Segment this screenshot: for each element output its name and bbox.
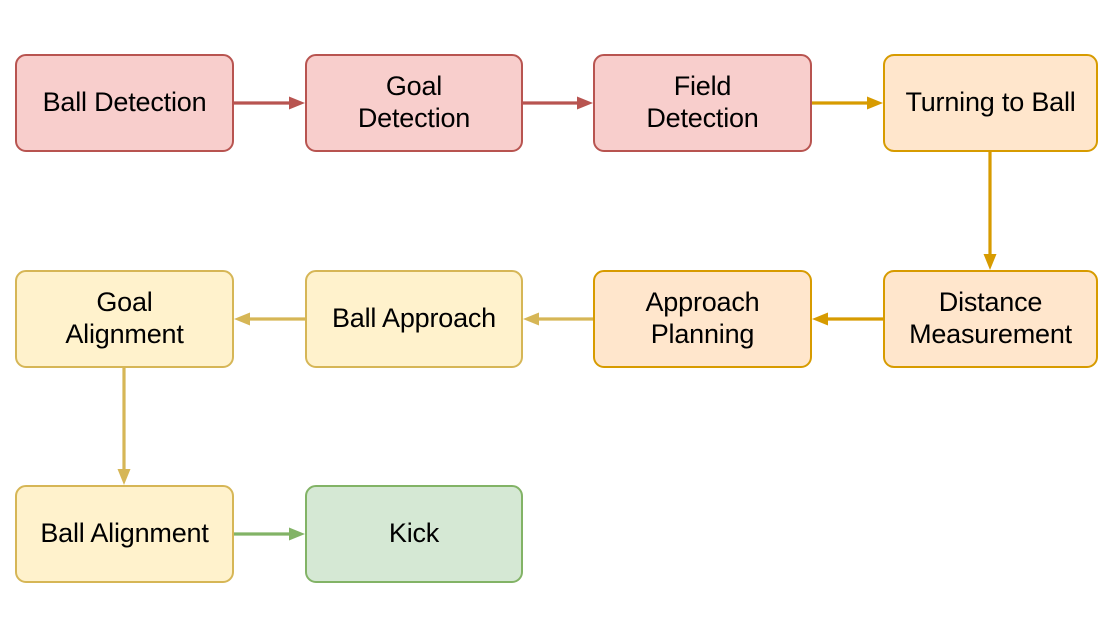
node-label: Approach Planning <box>645 287 760 349</box>
node-label: Ball Approach <box>331 303 496 334</box>
node-field-detection[interactable]: Field Detection <box>593 54 812 152</box>
node-ball-detection[interactable]: Ball Detection <box>15 54 234 152</box>
node-label: Ball Alignment <box>40 518 209 549</box>
node-label: Distance Measurement <box>909 287 1072 349</box>
node-label: Ball Detection <box>42 87 207 118</box>
edge-ball-approach-to-goal-alignment <box>214 299 325 339</box>
edge-goal-alignment-to-ball-alignment <box>104 348 144 505</box>
edge-ball-alignment-to-kick <box>214 514 325 554</box>
edge-turning-to-ball-to-distance-measurement <box>970 132 1010 290</box>
node-goal-detection[interactable]: Goal Detection <box>305 54 523 152</box>
edge-ball-detection-to-goal-detection <box>214 83 325 123</box>
node-label: Kick <box>388 518 440 549</box>
node-label: Goal Alignment <box>65 287 184 349</box>
edge-approach-planning-to-ball-approach <box>503 299 613 339</box>
edge-field-detection-to-turning-to-ball <box>792 83 903 123</box>
node-approach-planning[interactable]: Approach Planning <box>593 270 812 368</box>
node-label: Turning to Ball <box>905 87 1076 118</box>
edge-distance-measurement-to-approach-planning <box>792 299 903 339</box>
node-label: Field Detection <box>646 71 759 133</box>
node-label: Goal Detection <box>357 71 471 133</box>
edge-goal-detection-to-field-detection <box>503 83 613 123</box>
node-ball-approach[interactable]: Ball Approach <box>305 270 523 368</box>
node-ball-alignment[interactable]: Ball Alignment <box>15 485 234 583</box>
node-turning-to-ball[interactable]: Turning to Ball <box>883 54 1098 152</box>
node-goal-alignment[interactable]: Goal Alignment <box>15 270 234 368</box>
node-distance-measurement[interactable]: Distance Measurement <box>883 270 1098 368</box>
node-kick[interactable]: Kick <box>305 485 523 583</box>
